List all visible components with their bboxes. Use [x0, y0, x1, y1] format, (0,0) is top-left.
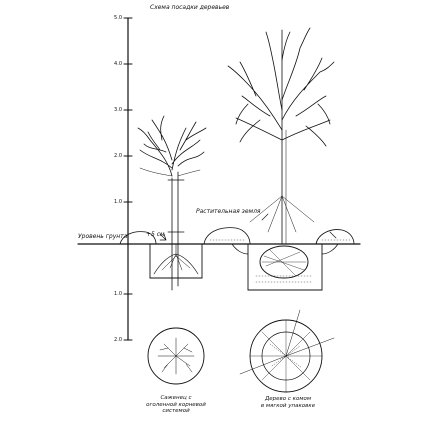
root-ball-pit — [247, 243, 323, 291]
scale-tick: 5.0 — [114, 15, 122, 21]
plan-root-ball — [239, 309, 335, 393]
caption-bare-root: Саженец с оголенной корневой системой — [146, 395, 206, 414]
soil-mound-right — [203, 227, 355, 245]
scale-tick: 1.0 — [114, 291, 122, 297]
vertical-scale — [123, 17, 133, 341]
annotation-arrows — [159, 213, 339, 255]
offset-label: +5 см — [146, 231, 165, 238]
scale-tick: 4.0 — [114, 61, 122, 67]
soil-label: Растительная земля — [196, 208, 261, 215]
root-ball-tree — [227, 27, 335, 245]
diagram-title: Схема посадки деревьев — [150, 4, 230, 11]
scale-tick: 1.0 — [114, 199, 122, 205]
bare-root-tree — [137, 115, 207, 291]
plan-bare-root — [147, 327, 205, 385]
soil-mound-left — [119, 231, 157, 245]
scale-tick: 2.0 — [114, 337, 122, 343]
scale-tick: 3.0 — [114, 107, 122, 113]
scale-tick: 2.0 — [114, 153, 122, 159]
ground-level-label: Уровень грунта — [78, 233, 128, 240]
bare-root-pit — [149, 243, 203, 279]
caption-root-ball: Дерево с комом в мягкой упаковке — [260, 396, 316, 409]
